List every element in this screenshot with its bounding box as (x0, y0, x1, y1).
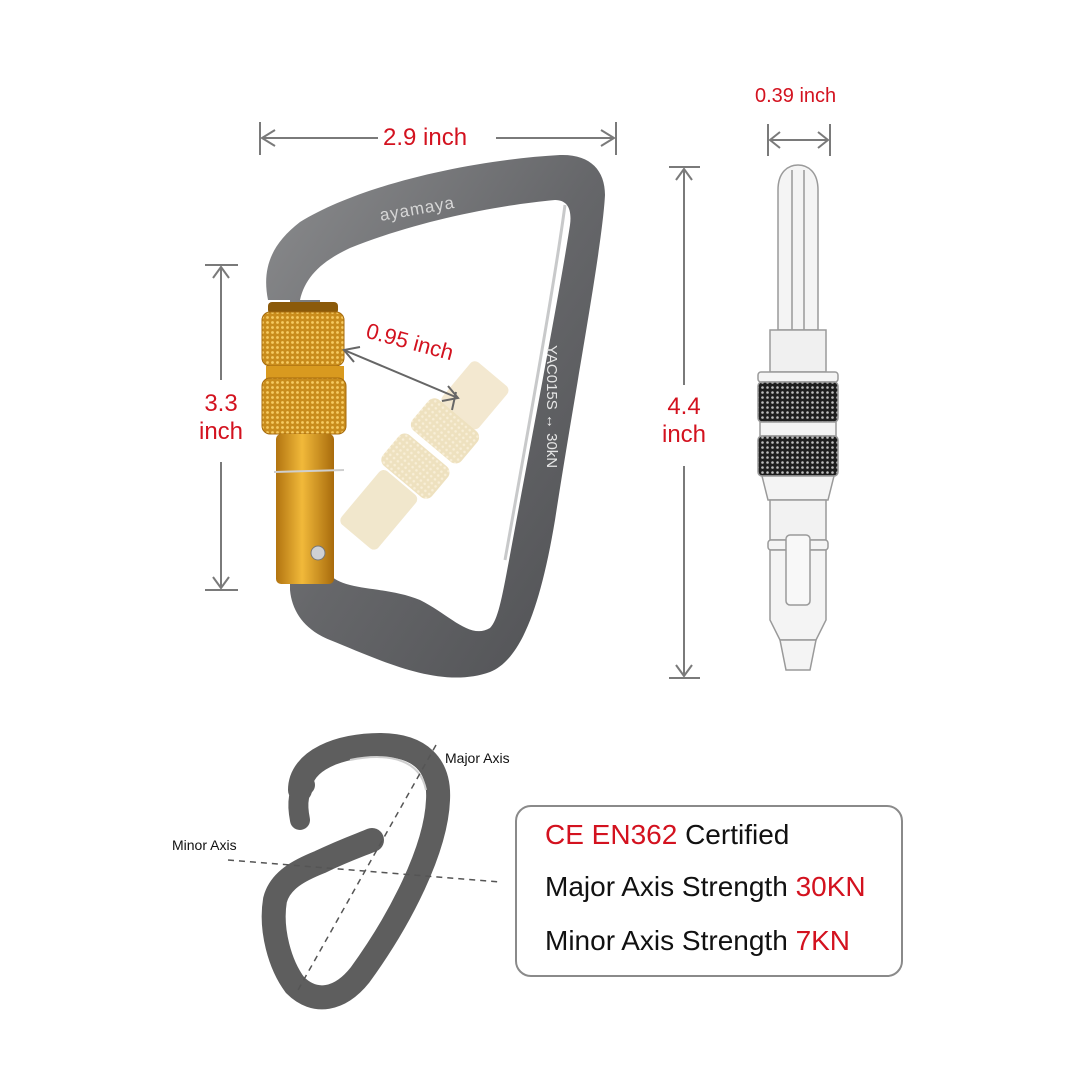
model-number: YAC015S (543, 345, 560, 410)
minor-axis-line (227, 859, 501, 883)
minor-axis-strength-text: Minor Axis Strength (545, 925, 796, 956)
major-axis-line (297, 744, 437, 991)
width-dimension-line (259, 122, 617, 155)
minor-axis-strength-value: 7KN (795, 925, 851, 956)
major-axis-strength-text: Major Axis Strength (545, 871, 796, 902)
gate-opening-dimension-line (342, 346, 460, 411)
total-height-value: 4.4 (667, 393, 701, 420)
certification-text: Certified (677, 819, 790, 850)
thickness-dimension-line (767, 124, 831, 156)
certification-line: CE EN362 Certified (545, 819, 789, 851)
minor-axis-label: Minor Axis (172, 837, 237, 853)
gate-height-value: 3.3 (204, 390, 238, 417)
major-axis-strength-line: Major Axis Strength 30KN (545, 871, 866, 903)
locking-gate (261, 302, 347, 584)
double-arrow-icon: ↔ (543, 413, 560, 429)
thickness-dimension-label: 0.39 inch (755, 85, 837, 107)
total-height-dimension-line (669, 166, 700, 679)
side-profile-view (757, 164, 839, 671)
total-height-unit: inch (661, 420, 707, 448)
gate-height-dimension-line (205, 264, 238, 591)
axis-diagram-carabiner (261, 732, 451, 1010)
minor-axis-strength-line: Minor Axis Strength 7KN (545, 925, 850, 957)
spec-panel: CE EN362 Certified Major Axis Strength 3… (515, 805, 903, 977)
certification-standard: CE EN362 (545, 819, 678, 850)
width-dimension-label: 2.9 inch (383, 124, 468, 151)
major-axis-label: Major Axis (445, 750, 510, 766)
strength-marking: 30kN (543, 433, 560, 469)
model-marking: YAC015S ↔ 30kN (543, 345, 560, 468)
major-axis-strength-value: 30KN (795, 871, 866, 902)
gate-height-unit: inch (198, 417, 244, 445)
open-gate-ghost (340, 361, 509, 550)
gate-height-dimension-label: 3.3 inch (195, 390, 247, 445)
total-height-dimension-label: 4.4 inch (657, 393, 711, 448)
